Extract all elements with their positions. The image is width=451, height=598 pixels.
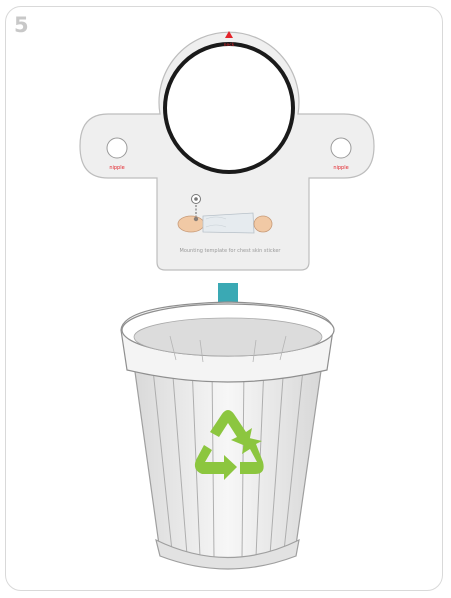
template-center-hole: [165, 44, 293, 172]
neck-label: neck: [224, 42, 235, 48]
nipple-right-label: nipple: [333, 165, 348, 171]
right-nipple-hole: [331, 138, 351, 158]
template-caption: Mounting template for chest skin sticker: [180, 248, 282, 254]
left-nipple-hole: [107, 138, 127, 158]
nipple-left-label: nipple: [109, 165, 124, 171]
mounting-template: neck nipple nipple Mounting template for…: [80, 31, 374, 270]
target-icon: [192, 195, 201, 204]
recycle-bin: [121, 302, 334, 569]
